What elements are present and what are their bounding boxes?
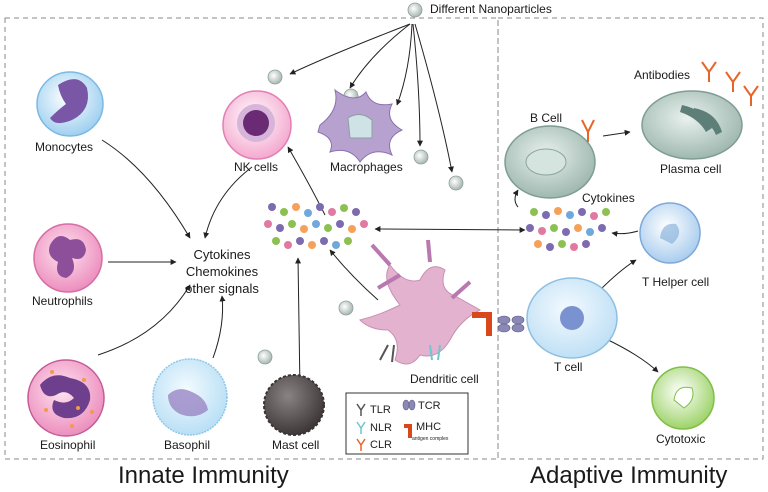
basophil-cell: [152, 358, 228, 436]
dendritic-cell: [359, 239, 482, 365]
innate-immunity-title: Innate Immunity: [118, 462, 289, 489]
nk-cell: [222, 90, 292, 160]
plasma-cell: [641, 90, 743, 160]
t-helper-cell: [639, 202, 701, 264]
signals-line-2: Chemokines: [185, 264, 259, 279]
plasma-cell-label: Plasma cell: [660, 162, 722, 176]
b-cell: [504, 119, 596, 199]
t-cell-label: T cell: [554, 360, 583, 374]
nanoparticle-icons: [257, 2, 464, 365]
signal-dots-center: [264, 203, 368, 249]
neutrophil-cell: [33, 223, 103, 293]
legend-mhc: MHC: [416, 421, 442, 433]
mast-cell-label: Mast cell: [272, 438, 320, 452]
t-helper-cell-label: T Helper cell: [642, 275, 710, 289]
macrophage-cell: [317, 88, 404, 163]
legend-tlr: TLR: [370, 404, 391, 416]
nk-cells-label: NK cells: [234, 160, 279, 174]
antibodies-label: Antibodies: [634, 68, 691, 82]
tcr-mhc-complex: [472, 312, 525, 336]
cytotoxic-cell: [651, 366, 715, 430]
legend-nlr: NLR: [370, 422, 393, 434]
arrows: [97, 23, 659, 391]
exchange-arrow: [374, 226, 526, 233]
legend-mhc-sub: antigen complex: [412, 436, 449, 442]
signals-line-3: other signals: [185, 281, 259, 296]
nanoparticles-label: Different Nanoparticles: [430, 2, 552, 16]
legend-icons: [356, 399, 416, 451]
legend-tcr: TCR: [418, 400, 441, 412]
signals-line-1: Cytokines: [193, 247, 251, 262]
legend-clr: CLR: [370, 439, 393, 451]
basophil-label: Basophil: [164, 438, 211, 452]
macrophages-label: Macrophages: [330, 160, 403, 174]
cytokines-label: Cytokines: [582, 191, 635, 205]
eosinophil-cell: [27, 359, 105, 437]
signal-dots-adaptive: [526, 207, 610, 251]
b-cell-label: B Cell: [530, 111, 563, 125]
adaptive-immunity-title: Adaptive Immunity: [530, 462, 728, 489]
cytotoxic-label: Cytotoxic: [656, 432, 706, 446]
monocyte-cell: [36, 71, 104, 137]
t-cell: [526, 277, 618, 359]
neutrophils-label: Neutrophils: [32, 294, 93, 308]
adaptive-frame: [497, 17, 764, 460]
eosinophil-label: Eosinophil: [40, 438, 96, 452]
antibody-icons: [701, 61, 759, 106]
signals-text: Cytokines Chemokines other signals: [185, 246, 259, 297]
mast-cell: [263, 374, 325, 436]
monocytes-label: Monocytes: [35, 140, 94, 154]
dendritic-cell-label: Dendritic cell: [410, 372, 479, 386]
